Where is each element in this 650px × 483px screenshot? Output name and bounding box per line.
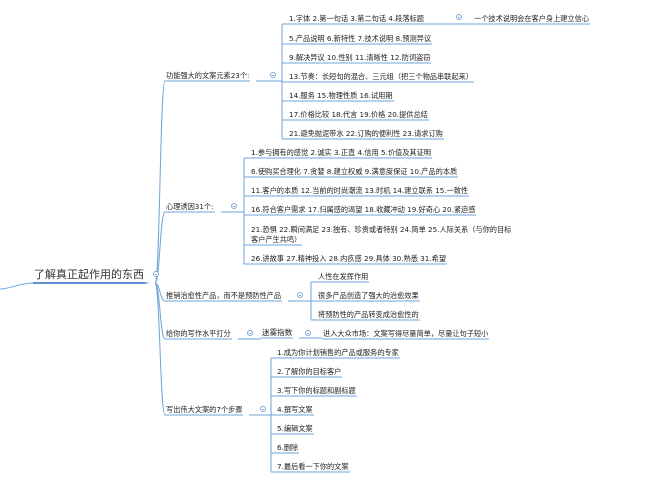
fog-index-leaf[interactable]: 进入大众市场：文案写得尽量简单，尽量让句子短小 <box>323 329 489 338</box>
branch-psych-triggers[interactable]: 心理诱因31个: <box>166 202 214 211</box>
copy-element-leaf-7[interactable]: 21.避免抛泥带水 22.订购的便利性 23.请求订购 <box>289 129 443 138</box>
trigger-leaf-5[interactable]: 21.恐惧 22.瞬间满足 23.独有、珍贵或者特别 24.简单 25.人际关系… <box>251 225 512 234</box>
copy-element-leaf-6[interactable]: 17.价格比较 18.代言 19.价格 20.提供总结 <box>289 110 428 119</box>
fog-index-node[interactable]: 迷雾指数 <box>262 328 293 337</box>
cure-leaf-3[interactable]: 将预防性的产品转变成治愈性的 <box>318 310 419 319</box>
copy-element-leaf-5[interactable]: 14.服务 15.物理性质 16.试用期 <box>289 91 393 100</box>
collapse-toggle-note[interactable] <box>456 14 462 20</box>
connector <box>154 282 166 416</box>
collapse-toggle-root[interactable] <box>153 271 159 277</box>
trigger-leaf-4[interactable]: 16.符合客户需求 17.归属感的渴望 18.收藏冲动 19.好奇心 20.紧迫… <box>251 205 476 214</box>
trigger-leaf-1[interactable]: 1.参与拥有的感觉 2.诚实 3.正直 4.信用 5.价值及其证明 <box>251 148 431 157</box>
root-topic[interactable]: 了解真正起作用的东西 <box>34 268 144 281</box>
step-leaf-3[interactable]: 3.写下你的标题和副标题 <box>277 386 356 395</box>
step-leaf-7[interactable]: 7.最后看一下你的文案 <box>277 462 349 471</box>
collapse-toggle-b2[interactable] <box>231 203 237 209</box>
step-leaf-4[interactable]: 4.撰写文案 <box>277 405 313 414</box>
collapse-toggle-b4[interactable] <box>247 330 253 336</box>
branch-copy-elements[interactable]: 功能强大的文案元素23个: <box>166 71 250 80</box>
connector <box>154 211 166 284</box>
branch-seven-steps[interactable]: 写出伟大文案的7个步骤 <box>166 405 243 414</box>
trigger-leaf-3[interactable]: 11.客户的本质 12.当前的时尚潮流 13.时机 14.建立联系 15.一致性 <box>251 186 469 195</box>
collapse-toggle-b1[interactable] <box>270 72 276 78</box>
step-leaf-1[interactable]: 1.成为你计划销售的产品或服务的专家 <box>277 348 399 357</box>
cure-leaf-1[interactable]: 人性在发挥作用 <box>318 272 369 281</box>
copy-element-leaf-3[interactable]: 9.解决异议 10.性别 11.清晰性 12.防词盗窃 <box>289 53 431 62</box>
collapse-toggle-b3[interactable] <box>297 292 303 298</box>
trigger-leaf-5-cont: 客户产生共鸣） <box>251 235 302 244</box>
tech-note-leaf[interactable]: 一个技术说明会在客户身上建立信心 <box>474 14 590 23</box>
connector <box>0 282 34 290</box>
copy-element-leaf-1[interactable]: 1.字体 2.第一句话 3.第二句话 4.段落标题 <box>289 14 424 23</box>
copy-element-leaf-2[interactable]: 5.产品说明 6.新特性 7.技术说明 8.预测异议 <box>289 34 432 43</box>
branch-score-writing[interactable]: 给你的写作水平打分 <box>166 329 231 338</box>
cure-leaf-2[interactable]: 很多产品创造了强大的治愈效果 <box>318 291 419 300</box>
trigger-leaf-6[interactable]: 26.讲故事 27.精神投入 28.内疚感 29.具体 30.熟悉 31.希望 <box>251 254 447 263</box>
step-leaf-6[interactable]: 6.删除 <box>277 443 299 452</box>
collapse-toggle-b5[interactable] <box>260 406 266 412</box>
copy-element-leaf-4[interactable]: 13.节奏：长短句的混合、三元组（把三个物品串联起来） <box>289 72 473 81</box>
step-leaf-2[interactable]: 2.了解你的目标客户 <box>277 367 342 376</box>
branch-cure-products[interactable]: 推销治愈性产品，而不是预防性产品 <box>166 291 282 300</box>
collapse-toggle-fog[interactable] <box>305 330 311 336</box>
trigger-leaf-2[interactable]: 6.使购买合理化 7.贪婪 8.建立权威 9.满意度保证 10.产品的本质 <box>251 167 458 176</box>
step-leaf-5[interactable]: 5.编辑文案 <box>277 424 313 433</box>
